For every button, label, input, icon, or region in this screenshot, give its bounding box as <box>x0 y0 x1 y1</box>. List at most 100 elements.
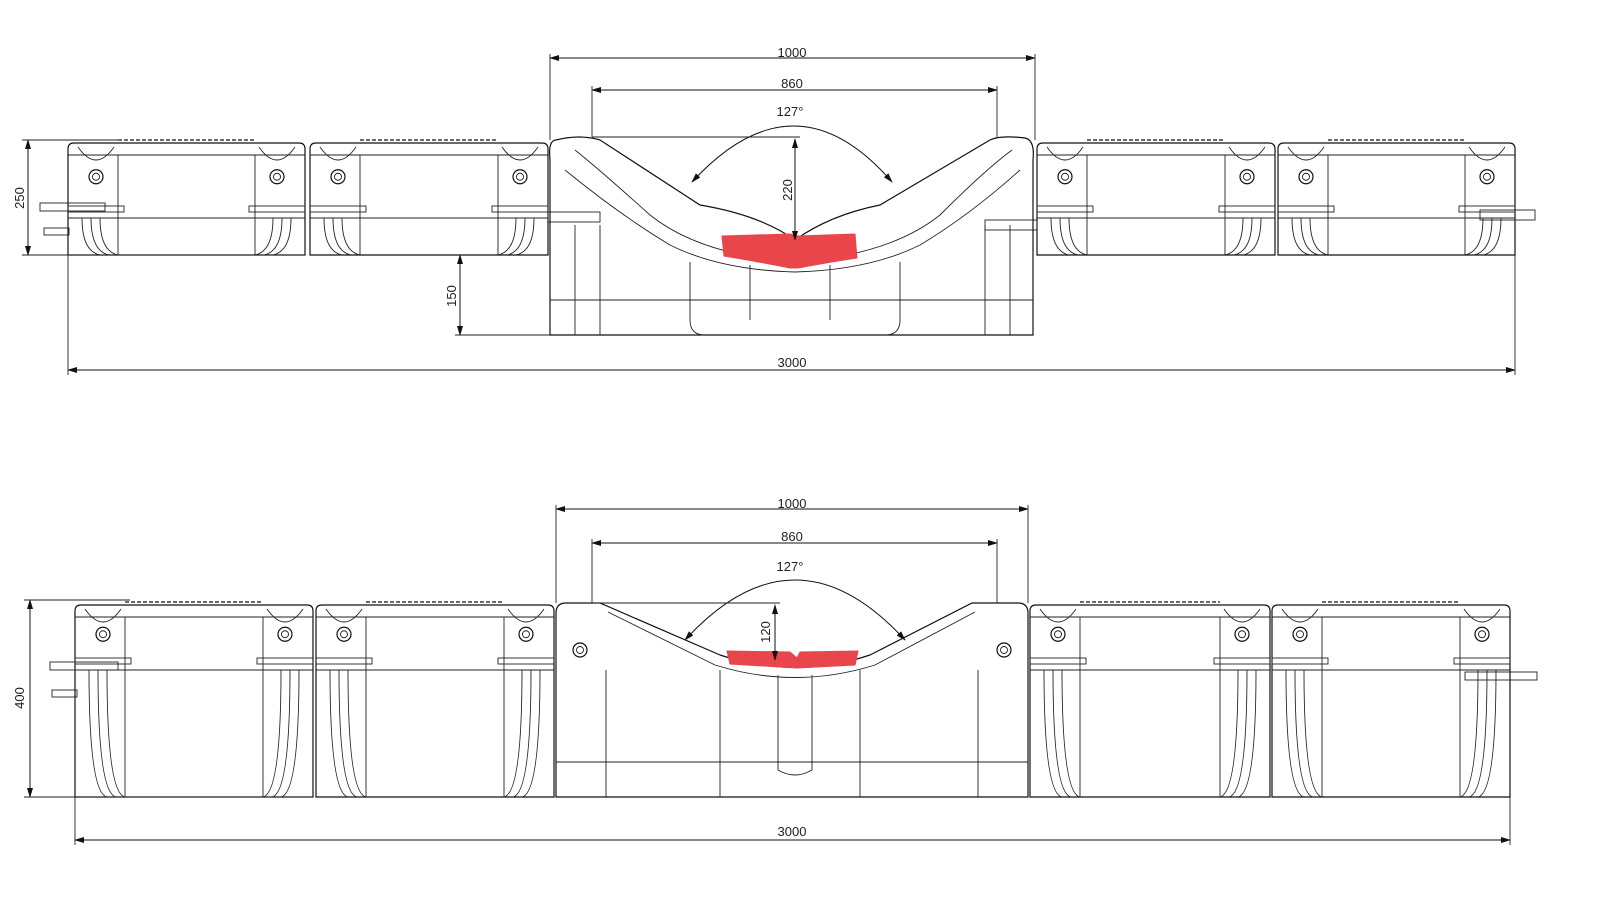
bolt-icon <box>281 630 289 639</box>
dim-outer-width-bottom: 1000 <box>778 496 807 511</box>
lug-outline <box>1228 146 1266 161</box>
angle-arc <box>684 579 906 641</box>
connector-plate <box>51 689 78 698</box>
float-outline <box>1277 142 1516 256</box>
connector-plate <box>315 657 373 665</box>
bolt-icon <box>1239 169 1255 185</box>
float-curve <box>272 217 292 256</box>
lug-outline <box>501 146 539 161</box>
bolt-icon <box>330 169 346 185</box>
dim-total-length-bottom: 3000 <box>778 824 807 839</box>
connector-plate <box>1271 657 1329 665</box>
angle-arc <box>691 125 893 183</box>
float-curve <box>81 217 101 256</box>
lug-outline <box>1468 146 1506 161</box>
bolt-icon <box>1296 630 1304 639</box>
bolt-icon <box>522 630 530 639</box>
float-curve <box>1237 669 1257 798</box>
bridge-curve <box>689 262 901 336</box>
float-curve <box>262 669 282 798</box>
lug-outline <box>1281 608 1319 623</box>
float-curve <box>1459 669 1479 798</box>
highlight-hinge <box>721 233 858 269</box>
lug-outline <box>319 146 357 161</box>
bolt-icon <box>99 630 107 639</box>
dim-outer-width-top: 1000 <box>778 45 807 60</box>
bolt-icon <box>277 626 293 642</box>
bolt-icon <box>1483 172 1491 181</box>
lug-outline <box>507 608 545 623</box>
bolt-icon <box>1298 169 1314 185</box>
float-curve <box>1468 669 1488 798</box>
float-curve <box>1303 669 1323 798</box>
connector-plate <box>491 205 549 213</box>
bolt-icon <box>576 646 584 654</box>
connector-plate <box>1479 209 1536 221</box>
connector-plate <box>547 211 601 223</box>
float-curve <box>271 669 291 798</box>
bolt-icon <box>1479 169 1495 185</box>
float-curve <box>254 217 274 256</box>
float-curve <box>1233 217 1253 256</box>
float-curve <box>338 669 358 798</box>
bolt-icon <box>1238 630 1246 639</box>
float-curve <box>515 217 535 256</box>
connector-plate <box>1458 205 1516 213</box>
bolt-icon <box>273 172 281 181</box>
float-curve <box>497 217 517 256</box>
float-curve <box>1291 217 1311 256</box>
connector-plate <box>1277 205 1335 213</box>
float-curve <box>332 217 352 256</box>
dim-offset-top: 150 <box>444 285 459 307</box>
lug-outline <box>1223 608 1261 623</box>
float-outline <box>1271 604 1511 798</box>
bolt-icon <box>1234 626 1250 642</box>
float-curve <box>1068 217 1088 256</box>
lug-outline <box>258 146 296 161</box>
bolt-icon <box>516 172 524 181</box>
lug-outline <box>1463 608 1501 623</box>
float-curve <box>1224 217 1244 256</box>
bolt-icon <box>95 626 111 642</box>
float-outline <box>74 604 314 798</box>
float-curve <box>1300 217 1320 256</box>
float-outline <box>1036 142 1276 256</box>
float-curve <box>1219 669 1239 798</box>
float-curve <box>341 217 361 256</box>
dim-float-height-bottom: 400 <box>12 687 27 709</box>
bolt-icon <box>1000 646 1008 654</box>
connector-plate <box>49 661 119 671</box>
dim-float-height-top: 250 <box>12 187 27 209</box>
bolt-icon <box>340 630 348 639</box>
lug-outline <box>1046 146 1084 161</box>
float-curve <box>503 669 523 798</box>
float-curve <box>1228 669 1248 798</box>
dim-inner-width-top: 860 <box>781 76 803 91</box>
float-curve <box>88 669 108 798</box>
bridge-module-outline <box>555 602 1029 798</box>
bolt-icon <box>88 169 104 185</box>
float-curve <box>329 669 349 798</box>
float-curve <box>106 669 126 798</box>
connector-plate <box>1453 657 1511 665</box>
lug-outline <box>1287 146 1325 161</box>
raised-bridge-view <box>22 54 1536 375</box>
float-curve <box>263 217 283 256</box>
bolt-icon <box>334 172 342 181</box>
connector-plate <box>984 219 1038 231</box>
bolt-icon <box>512 169 528 185</box>
float-curve <box>506 217 526 256</box>
float-curve <box>1061 669 1081 798</box>
float-curve <box>1059 217 1079 256</box>
connector-plate <box>1213 657 1271 665</box>
float-curve <box>90 217 110 256</box>
float-curve <box>99 217 119 256</box>
float-curve <box>1294 669 1314 798</box>
float-curve <box>1285 669 1305 798</box>
float-outline <box>309 142 549 256</box>
highlight-hinge <box>726 650 859 669</box>
bolt-icon <box>572 642 588 658</box>
float-outline <box>315 604 555 798</box>
connector-plate <box>497 657 555 665</box>
